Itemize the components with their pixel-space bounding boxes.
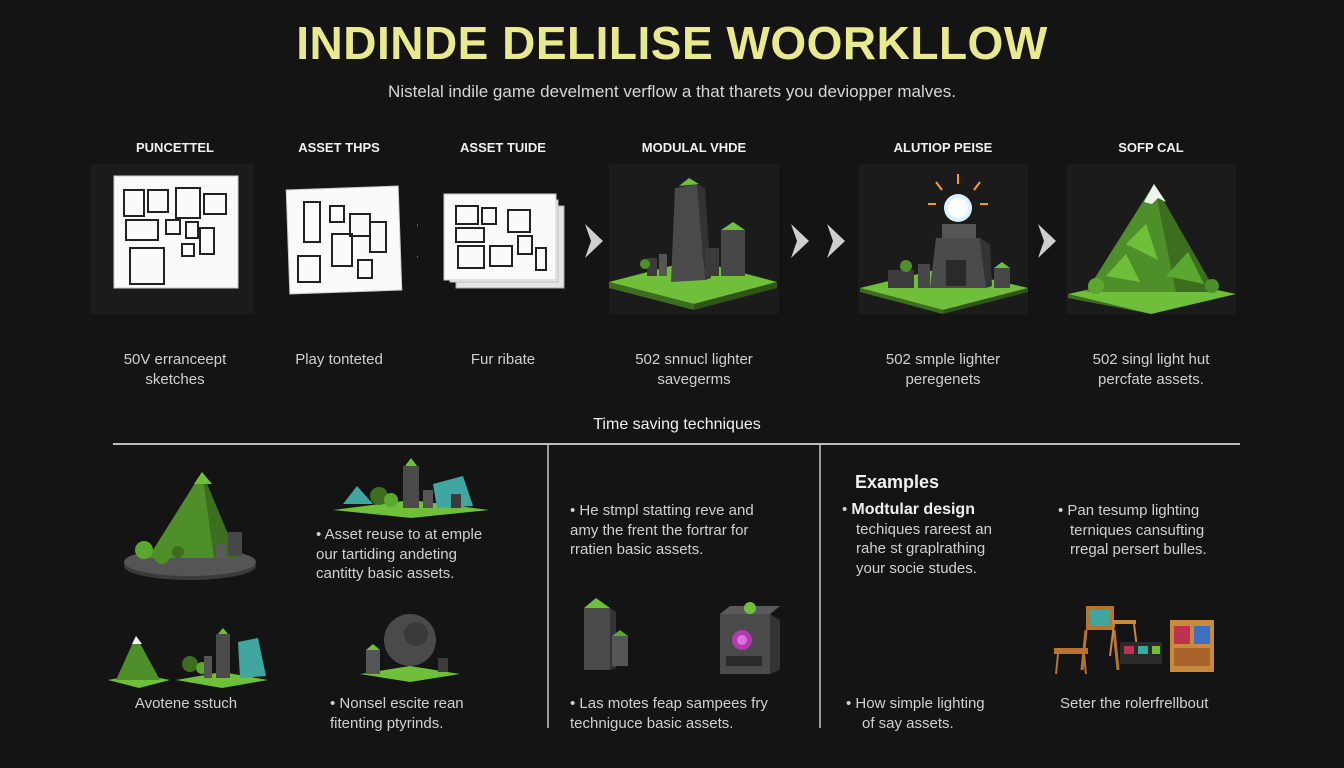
island-mountain-illustration [124,472,256,580]
column-divider [819,445,821,728]
sketch-illustration [418,164,588,314]
example-bullet: • Pan tesump lighting terniques cansufti… [1058,502,1207,558]
step-caption-line1: 50V erranceept [123,351,227,368]
step-caption-line1: Fur ribate [470,351,536,368]
crate-asset-illustration [720,602,780,674]
step-label: ALUTIOP PEISE [893,140,993,155]
mountain-illustration [1066,164,1236,314]
technique-bullet: • He stmpl statting reve and amy the fre… [570,502,754,558]
technique-bullet: • Asset reuse to at emple our tartiding … [316,526,483,582]
furniture-assets-illustration [1054,606,1214,675]
column-divider [547,445,549,728]
boulder-asset-illustration [360,614,460,682]
chevron-right-icon [585,224,603,258]
workflow-step-1: PUNCETTEL 50V erranceept sketches [90,130,260,390]
step-caption-line2: peregenets [905,371,981,388]
workflow-step-4: MODULAL VHDE 502 snnucl lighter savegerm… [609,130,779,390]
sketch-illustration [254,164,424,314]
step-label: PUNCETTEL [136,140,214,155]
example-bullet: • How simple lighting of say assets. [846,695,985,732]
ruins-asset-illustration [176,628,268,688]
workflow-step-6: SOFP CAL 502 singl light hut percfate as… [1066,130,1236,390]
workflow-step-3: ASSET TUIDE Fur ribate [418,130,588,370]
step-caption-line2: sketches [145,371,205,388]
page-title: INDINDE DELILISE WOORKLLOW [296,17,1048,69]
chevron-right-icon [827,224,845,258]
step-label: ASSET THPS [298,140,380,155]
step-caption-line2: percfate assets. [1098,371,1204,388]
step-label: ASSET TUIDE [460,140,546,155]
technique-bullet: • Las motes feap sampees fry techniguce … [570,695,768,732]
step-label: SOFP CAL [1118,140,1184,155]
step-caption-line1: 502 smple lighter [885,351,1001,368]
chevron-right-icon [791,224,809,258]
section-divider [113,443,1240,445]
example-bullet-heading: Modtular design [851,501,975,518]
asset-caption: Avotene sstuch [134,695,238,712]
examples-heading: Examples [855,472,940,492]
lit-ruins-illustration [858,164,1028,314]
step-caption-line1: 502 singl light hut [1092,351,1210,368]
section-title: Time saving techniques [593,416,761,433]
example-bullet: • Modtular design techiques rareest an r… [842,501,992,577]
teal-rocks-scene-illustration [333,458,489,518]
modular-tower-illustration [609,164,779,314]
page-subtitle: Nistelal indile game develment verflow a… [388,82,956,101]
step-caption-line2: savegerms [657,371,731,388]
chevron-right-icon [1038,224,1056,258]
mountain-asset-illustration [108,636,170,688]
step-caption-line1: Play tonteted [295,351,383,368]
pillar-asset-illustration [584,598,628,670]
technique-bullet: • Nonsel escite rean fitenting ptyrinds. [330,695,464,732]
asset-caption: Seter the rolerfrellbout [1060,695,1209,712]
step-label: MODULAL VHDE [641,140,747,155]
workflow-step-2: ASSET THPS Play tonteted [254,130,424,370]
workflow-step-5: ALUTIOP PEISE 502 smple lighter pe [858,130,1028,390]
sketch-illustration [90,164,260,314]
step-caption-line1: 502 snnucl lighter [635,351,753,368]
